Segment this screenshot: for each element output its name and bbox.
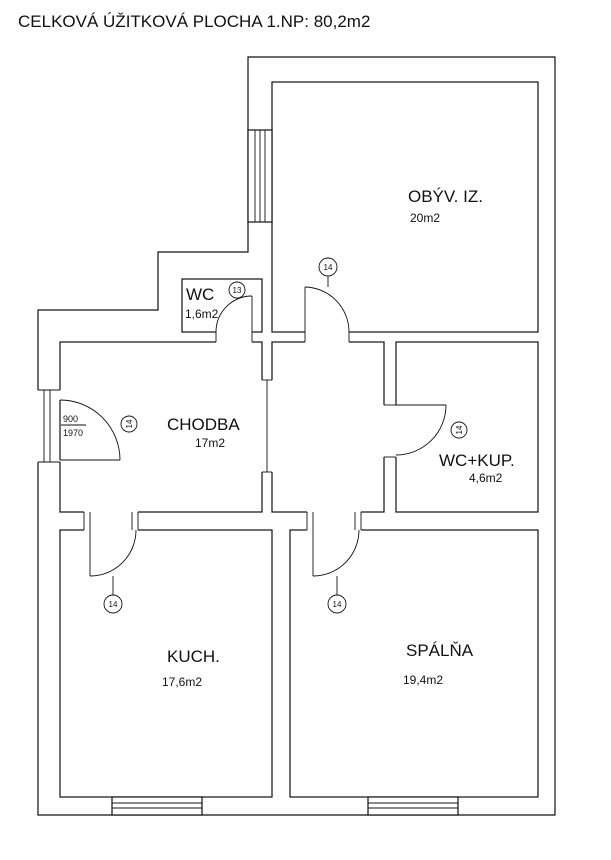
- room-living-name: OBÝV. IZ.: [408, 187, 483, 206]
- room-bedroom-area: 19,4m2: [403, 673, 443, 687]
- door-bath: [383, 404, 447, 458]
- room-hall-area: 17m2: [195, 436, 225, 450]
- door-tag-bedroom: 14: [327, 576, 347, 614]
- room-bath-outline: [395, 341, 539, 513]
- plan-title: CELKOVÁ ÚŽITKOVÁ PLOCHA 1.NP: 80,2m2: [18, 12, 370, 31]
- window-bedroom: [367, 796, 459, 816]
- door-tag-wc: 13: [228, 281, 246, 299]
- entrance-door-height: 1970: [63, 428, 83, 438]
- svg-text:14: 14: [125, 419, 134, 428]
- room-living-area: 20m2: [410, 211, 440, 225]
- room-kitchen-outline: [59, 529, 273, 798]
- svg-text:14: 14: [455, 425, 464, 434]
- door-living: [304, 286, 350, 343]
- door-tag-kitchen: 14: [103, 576, 123, 614]
- room-wc-area: 1,6m2: [185, 307, 219, 321]
- window-kitchen: [111, 796, 203, 816]
- svg-text:14: 14: [109, 600, 118, 609]
- room-hall-name: CHODBA: [167, 415, 240, 434]
- room-bath-area: 4,6m2: [469, 471, 503, 485]
- door-wc: [215, 295, 253, 343]
- outer-wall: [37, 56, 556, 816]
- door-tag-living: 14: [318, 257, 338, 287]
- svg-text:14: 14: [324, 263, 333, 272]
- room-bedroom-outline: [289, 529, 539, 798]
- door-kitchen: [83, 511, 139, 577]
- room-bedroom-name: SPÁLŇA: [406, 641, 474, 660]
- door-tag-entrance: 14: [120, 415, 138, 433]
- room-living-outline: [271, 81, 539, 333]
- room-wc-name: WC: [186, 285, 214, 304]
- room-hall-right-outline: [271, 341, 385, 513]
- room-kitchen-area: 17,6m2: [162, 675, 202, 689]
- door-bedroom: [306, 511, 362, 577]
- hall-connection: [261, 379, 273, 473]
- room-bath-name: WC+KUP.: [439, 451, 515, 470]
- svg-text:14: 14: [333, 600, 342, 609]
- room-kitchen-name: KUCH.: [167, 647, 220, 666]
- window-living-west: [247, 129, 273, 223]
- door-tag-bath: 14: [450, 421, 468, 439]
- svg-text:13: 13: [233, 286, 242, 295]
- entrance-door: [37, 389, 121, 463]
- entrance-door-width: 900: [63, 414, 78, 424]
